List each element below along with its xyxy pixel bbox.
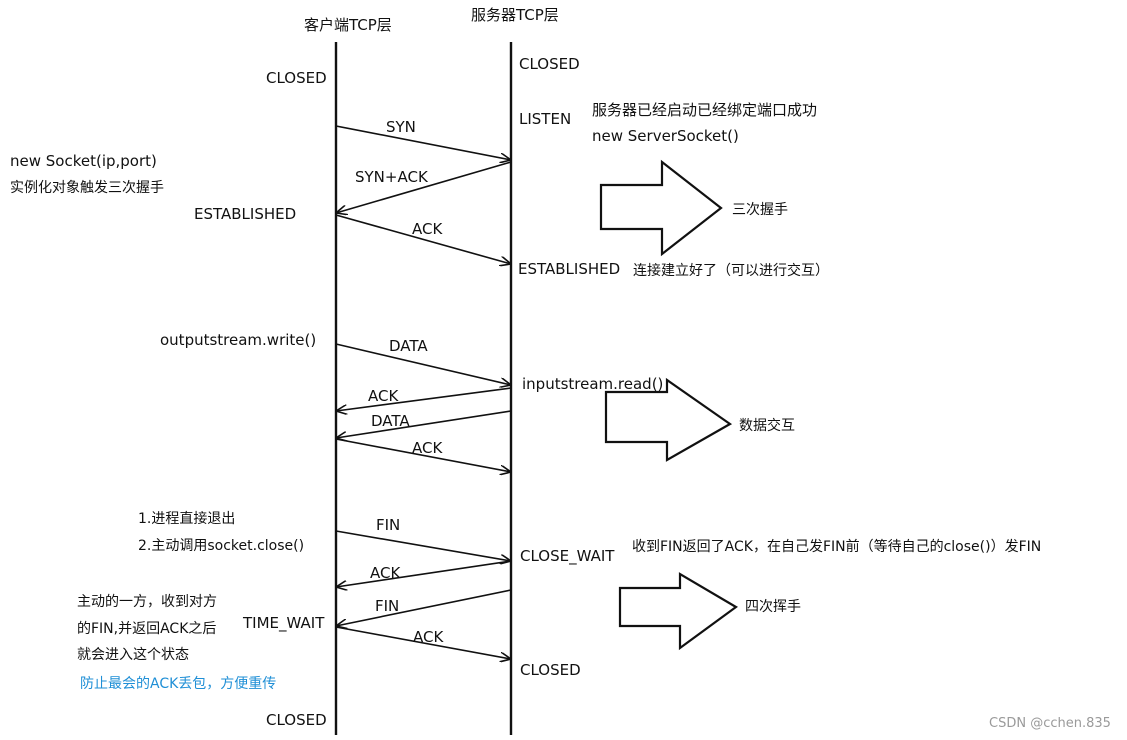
client-lane-title: 客户端TCP层: [304, 16, 392, 34]
data-label-2: DATA: [371, 412, 410, 430]
data-arrow-2: [336, 410, 512, 438]
note-close-wait-desc: 收到FIN返回了ACK，在自己发FIN前（等待自己的close()）发FIN: [632, 539, 1042, 555]
note-server-started: 服务器已经启动已经绑定端口成功: [592, 101, 818, 119]
note-output-write: outputstream.write(): [160, 331, 317, 349]
note-connected: 连接建立好了（可以进行交互）: [633, 263, 829, 279]
fin-arrow-1: [335, 530, 511, 561]
fin-label-1: FIN: [376, 516, 401, 534]
ack-arrow-3: [335, 438, 511, 472]
note-new-socket-desc: 实例化对象触发三次握手: [10, 180, 164, 196]
data-arrow-1: [335, 343, 511, 385]
phase-handshake-label: 三次握手: [732, 202, 788, 218]
data-block-arrow: [604, 377, 733, 462]
fin-arrow-2: [336, 589, 512, 626]
syn-ack-label: SYN+ACK: [355, 168, 428, 186]
fin-label-2: FIN: [375, 597, 400, 615]
server-state-closed-top: CLOSED: [519, 55, 580, 73]
ack-arrow-5: [335, 626, 511, 659]
server-state-close-wait: CLOSE_WAIT: [520, 547, 615, 565]
ack-label-4: ACK: [370, 564, 401, 582]
syn-label: SYN: [386, 118, 416, 136]
client-state-closed-bottom: CLOSED: [266, 711, 327, 729]
server-state-closed-bottom: CLOSED: [520, 661, 581, 679]
note-prevent-loss: 防止最会的ACK丢包，方便重传: [80, 676, 277, 692]
client-state-time-wait: TIME_WAIT: [243, 614, 325, 632]
server-state-established: ESTABLISHED: [518, 260, 621, 278]
note-active-3: 就会进入这个状态: [77, 647, 189, 663]
syn-arrow: [335, 125, 511, 160]
note-active-2: 的FIN,并返回ACK之后: [77, 621, 217, 637]
note-active-1: 主动的一方，收到对方: [77, 594, 217, 610]
server-lane-title: 服务器TCP层: [471, 6, 559, 24]
phase-data-label: 数据交互: [739, 418, 795, 434]
syn-ack-arrow: [336, 161, 512, 213]
client-state-established: ESTABLISHED: [194, 205, 297, 223]
ack-label-2: ACK: [368, 387, 399, 405]
note-exit-1: 1.进程直接退出: [138, 511, 236, 527]
client-state-closed-top: CLOSED: [266, 69, 327, 87]
ack-label-1: ACK: [412, 220, 443, 238]
ack-label-3: ACK: [412, 439, 443, 457]
handshake-block-arrow: [599, 159, 723, 257]
note-input-read: inputstream.read(): [522, 375, 664, 393]
server-state-listen: LISTEN: [519, 110, 572, 128]
note-exit-2: 2.主动调用socket.close(): [138, 538, 305, 554]
csdn-watermark: CSDN @cchen.835: [989, 716, 1111, 731]
ack-arrow-4: [336, 560, 512, 587]
ack-arrow-1: [335, 214, 511, 264]
data-label-1: DATA: [389, 337, 428, 355]
ack-label-5: ACK: [413, 628, 444, 646]
note-new-socket: new Socket(ip,port): [10, 152, 157, 170]
phase-wave-label: 四次挥手: [745, 599, 801, 615]
wave-block-arrow: [618, 572, 738, 651]
note-server-socket: new ServerSocket(): [592, 127, 739, 145]
ack-arrow-2: [336, 387, 512, 411]
